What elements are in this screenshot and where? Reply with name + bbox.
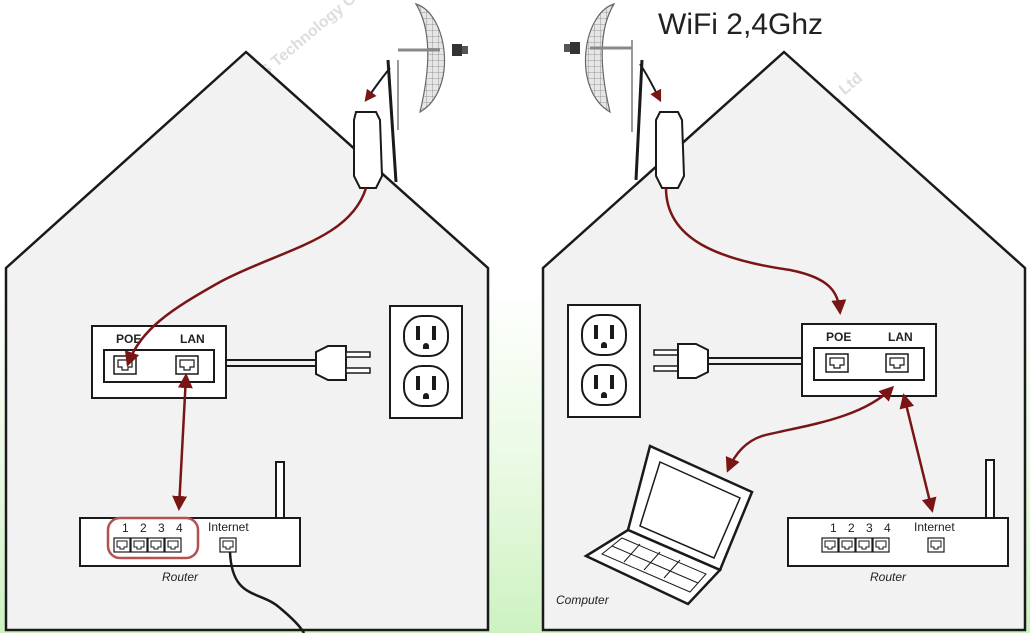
left-poe-injector: POE LAN xyxy=(91,325,227,399)
power-plug xyxy=(653,343,802,379)
wall-outlet xyxy=(567,304,641,418)
router-internet-port xyxy=(927,537,945,553)
router-port-label: 2 xyxy=(140,521,147,535)
right-router: 1 2 3 4 Internet Router xyxy=(787,459,1009,584)
router-lan-port xyxy=(147,537,165,553)
router-label: Router xyxy=(870,570,907,584)
grid-dish-antenna xyxy=(398,2,468,114)
lan-to-laptop-cable xyxy=(725,385,895,473)
right-poe-injector: POE LAN xyxy=(801,323,937,397)
poe-port-label: POE xyxy=(826,330,851,344)
radio-unit xyxy=(353,111,384,189)
wall-outlet xyxy=(389,305,463,419)
computer-label: Computer xyxy=(556,593,610,607)
router-port-label: 3 xyxy=(158,521,165,535)
power-plug xyxy=(226,345,371,381)
lan-to-router-internet-cable xyxy=(899,393,937,513)
lan-port xyxy=(885,353,909,373)
router-port-label: 4 xyxy=(884,521,891,535)
left-house: POE LAN 1 2 3 4 Internet xyxy=(4,2,490,633)
router-lan-port xyxy=(164,537,182,553)
router-lan-port xyxy=(113,537,131,553)
poe-port xyxy=(825,353,849,373)
router-port-label: 3 xyxy=(866,521,873,535)
router-lan-port xyxy=(838,537,856,553)
radio-unit xyxy=(655,111,686,189)
internet-port-label: Internet xyxy=(914,520,955,534)
poe-port-label: POE xyxy=(116,332,141,346)
router-internet-port xyxy=(219,537,237,553)
router-port-label: 2 xyxy=(848,521,855,535)
lan-port-label: LAN xyxy=(888,330,913,344)
router-lan-port xyxy=(821,537,839,553)
antenna-cable-arrow xyxy=(639,63,662,103)
router-label: Router xyxy=(162,570,199,584)
grid-dish-antenna xyxy=(564,2,632,114)
left-router: 1 2 3 4 Internet Router xyxy=(79,461,301,584)
internet-port-label: Internet xyxy=(208,520,249,534)
router-port-label: 1 xyxy=(122,521,129,535)
radio-to-poe-cable xyxy=(664,187,847,315)
laptop-computer: Computer xyxy=(556,444,754,607)
radio-to-poe-cable xyxy=(124,187,368,367)
router-lan-port xyxy=(130,537,148,553)
diagram-title: WiFi 2,4Ghz xyxy=(658,8,823,41)
lan-ports-highlight xyxy=(106,516,200,560)
router-port-label: 1 xyxy=(830,521,837,535)
antenna-pole xyxy=(634,59,644,181)
lan-port-label: LAN xyxy=(180,332,205,346)
antenna-cable-arrow xyxy=(364,67,391,102)
poe-port xyxy=(113,355,137,375)
router-lan-port xyxy=(855,537,873,553)
antenna-pole xyxy=(386,59,398,183)
internet-cable xyxy=(228,551,306,633)
lan-to-router-cable xyxy=(172,373,193,511)
lan-port xyxy=(175,355,199,375)
router-lan-port xyxy=(872,537,890,553)
router-port-label: 4 xyxy=(176,521,183,535)
right-house: POE LAN Computer 1 2 3 4 Internet xyxy=(541,2,1027,632)
